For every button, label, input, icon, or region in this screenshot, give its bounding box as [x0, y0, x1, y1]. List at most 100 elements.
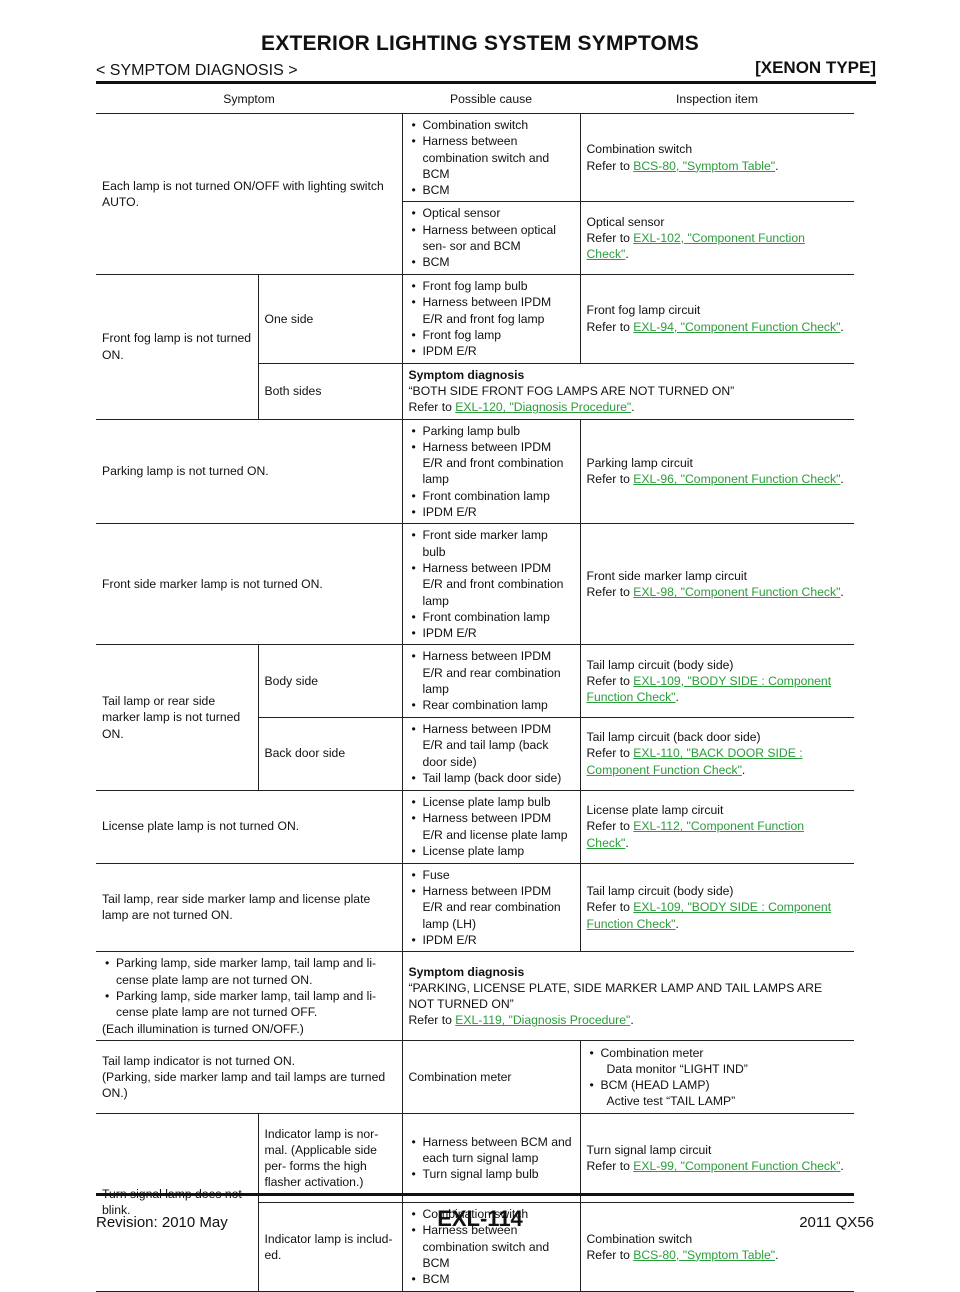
- inspection-item: Combination meter: [600, 1045, 704, 1060]
- breadcrumb: < SYMPTOM DIAGNOSIS >: [96, 62, 298, 79]
- table-row: Tail lamp, rear side marker lamp and lic…: [96, 863, 854, 953]
- table-row: License plate lamp is not turned ON. Lic…: [96, 790, 854, 864]
- list-item: Front side marker lamp bulb: [409, 527, 574, 560]
- header-inspection: Inspection item: [580, 86, 854, 114]
- footer-rule: [96, 1193, 854, 1196]
- ref-link[interactable]: BCS-80, "Symptom Table": [633, 158, 776, 173]
- inspection-item: Front side marker lamp circuit: [586, 569, 748, 584]
- list-item: Harness between IPDM E/R and license pla…: [409, 810, 574, 843]
- punct: .: [625, 247, 629, 262]
- list-item: IPDM E/R: [409, 625, 574, 642]
- sub-condition: Back door side: [257, 717, 402, 791]
- refer-text: Refer to: [586, 230, 634, 245]
- list-item: IPDM E/R: [409, 932, 574, 949]
- inspection-sub: Active test “TAIL LAMP”: [606, 1094, 736, 1109]
- list-item: Harness between combination switch and B…: [409, 133, 574, 182]
- ref-link[interactable]: EXL-109, "BODY SIDE : Component Function…: [586, 900, 832, 931]
- list-item: Harness between IPDM E/R and tail lamp (…: [409, 721, 574, 770]
- punct: .: [630, 1013, 634, 1028]
- inspection-item: Combination switch: [586, 1231, 693, 1246]
- sub-condition: Both sides: [257, 363, 402, 420]
- symptom-table: Symptom Possible cause Inspection item E…: [96, 86, 854, 1292]
- list-item: Front fog lamp: [409, 327, 574, 344]
- punct: .: [631, 400, 635, 415]
- symptom-note: (Each illumination is turned ON/OFF.): [102, 1021, 304, 1036]
- list-item: Combination switch: [409, 1206, 574, 1223]
- list-item: Harness between optical sen- sor and BCM: [409, 222, 574, 255]
- list-item: BCM: [409, 254, 574, 271]
- refer-text: Refer to: [586, 900, 634, 915]
- punct: .: [840, 319, 844, 334]
- symptom-cell: Tail lamp indicator is not turned ON.(Pa…: [96, 1040, 402, 1115]
- inspection-sub: Data monitor “LIGHT IND”: [606, 1061, 748, 1076]
- list-item: Harness between IPDM E/R and front combi…: [409, 439, 574, 488]
- inspection-item: License plate lamp circuit: [586, 803, 724, 818]
- ref-link[interactable]: EXL-102, "Component Function Check": [586, 230, 805, 262]
- punct: .: [775, 1247, 779, 1262]
- punct: .: [675, 690, 679, 705]
- list-item: Front combination lamp: [409, 488, 574, 505]
- table-row: Tail lamp indicator is not turned ON.(Pa…: [96, 1040, 854, 1115]
- punct: .: [840, 585, 844, 600]
- inspection-item: Tail lamp circuit (body side): [586, 657, 734, 672]
- punct: .: [840, 472, 844, 487]
- symptom-cell: Tail lamp, rear side marker lamp and lic…: [96, 863, 402, 953]
- list-item: Parking lamp bulb: [409, 423, 574, 440]
- refer-text: Refer to: [586, 746, 634, 761]
- table-row: Optical sensor Harness between optical s…: [96, 201, 854, 275]
- symptom-cell: Turn signal lamp does not blink.: [96, 1113, 258, 1292]
- ref-link[interactable]: EXL-98, "Component Function Check": [633, 585, 841, 600]
- punct: .: [625, 835, 629, 850]
- table-row: Parking lamp is not turned ON. Parking l…: [96, 419, 854, 525]
- diagnosis-heading: Symptom diagnosis: [408, 367, 525, 382]
- header-rule: [96, 81, 876, 84]
- list-item: Harness between BCM and each turn signal…: [409, 1134, 574, 1167]
- variant-label: [XENON TYPE]: [755, 58, 876, 77]
- symptom-cell: Parking lamp is not turned ON.: [96, 419, 402, 525]
- inspection-item: Tail lamp circuit (back door side): [586, 730, 761, 745]
- list-item: Harness between IPDM E/R and front fog l…: [409, 294, 574, 327]
- punct: .: [741, 762, 746, 777]
- symptom-text: Tail lamp indicator is not turned ON.: [102, 1053, 296, 1068]
- table-row: Both sides Symptom diagnosis “BOTH SIDE …: [96, 363, 854, 420]
- diagnosis-heading: Symptom diagnosis: [408, 964, 525, 979]
- ref-link[interactable]: EXL-99, "Component Function Check": [633, 1159, 841, 1174]
- inspection-item: Front fog lamp circuit: [586, 303, 701, 318]
- refer-text: Refer to: [586, 472, 634, 487]
- header-cause: Possible cause: [402, 86, 580, 114]
- table-row: Tail lamp or rear side marker lamp is no…: [96, 644, 854, 791]
- list-item: Optical sensor: [409, 205, 574, 222]
- ref-link[interactable]: EXL-110, "BACK DOOR SIDE : Component Fun…: [586, 746, 803, 777]
- list-item: Parking lamp, side marker lamp, tail lam…: [102, 988, 396, 1021]
- punct: .: [775, 158, 779, 173]
- symptom-cell: Each lamp is not turned ON/OFF with ligh…: [96, 113, 402, 275]
- list-item: Tail lamp (back door side): [409, 770, 574, 787]
- inspection-item: Parking lamp circuit: [586, 456, 693, 471]
- list-item: Turn signal lamp bulb: [409, 1166, 574, 1183]
- diagnosis-text: “PARKING, LICENSE PLATE, SIDE MARKER LAM…: [408, 980, 823, 1012]
- sub-condition: Indicator lamp is nor- mal. (Applicable …: [257, 1113, 402, 1204]
- page-number: EXL-114: [437, 1206, 523, 1231]
- ref-link[interactable]: EXL-112, "Component Function Check": [586, 819, 805, 850]
- inspection-item: BCM (HEAD LAMP): [600, 1078, 710, 1093]
- revision-label: Revision: 2010 May: [96, 1214, 228, 1231]
- ref-link[interactable]: EXL-96, "Component Function Check": [633, 472, 841, 487]
- list-item: Fuse: [409, 867, 574, 884]
- symptom-cell: License plate lamp is not turned ON.: [96, 790, 402, 864]
- ref-link[interactable]: EXL-119, "Diagnosis Procedure": [455, 1013, 631, 1028]
- list-item: Front combination lamp: [409, 609, 574, 626]
- ref-link[interactable]: EXL-120, "Diagnosis Procedure": [455, 400, 632, 415]
- list-item: Harness between IPDM E/R and front combi…: [409, 560, 574, 609]
- ref-link[interactable]: BCS-80, "Symptom Table": [633, 1247, 776, 1262]
- list-item: Rear combination lamp: [409, 697, 574, 714]
- header-symptom: Symptom: [96, 86, 402, 114]
- table-row: Each lamp is not turned ON/OFF with ligh…: [96, 113, 854, 275]
- symptom-cell: Front fog lamp is not turned ON.: [96, 274, 258, 420]
- ref-link[interactable]: EXL-109, "BODY SIDE : Component Function…: [586, 673, 832, 705]
- symptom-cell: Tail lamp or rear side marker lamp is no…: [96, 644, 258, 791]
- inspection-item: Combination switch: [586, 142, 693, 157]
- refer-text: Refer to: [586, 158, 634, 173]
- ref-link[interactable]: EXL-94, "Component Function Check": [633, 319, 841, 334]
- list-item: IPDM E/R: [409, 343, 574, 360]
